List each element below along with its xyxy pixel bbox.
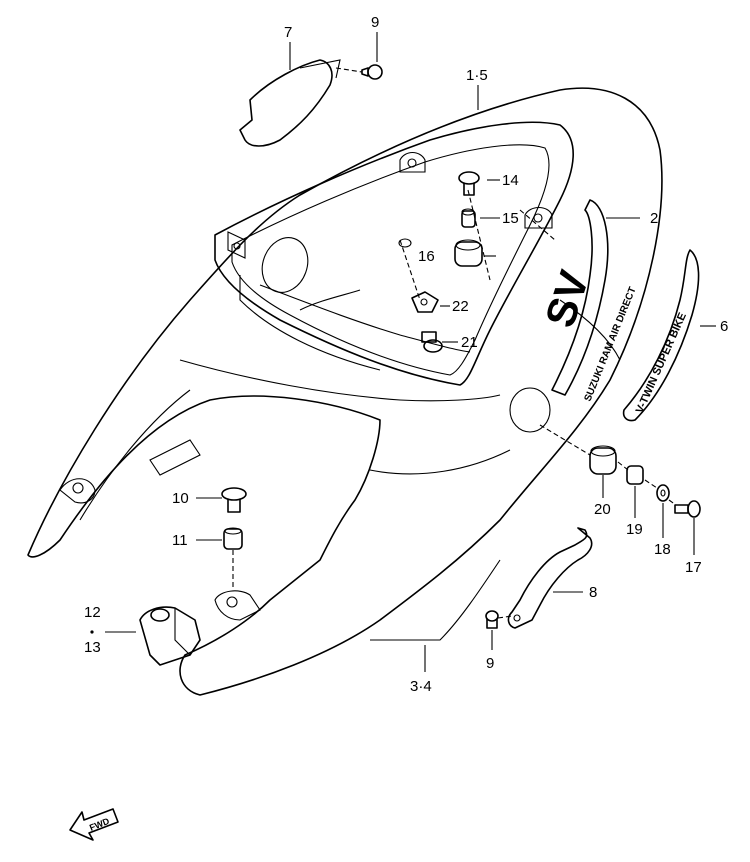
- part-11-collar: [223, 527, 243, 550]
- part-17-bolt: [674, 500, 701, 518]
- seat-tail-cowl: [27, 87, 663, 696]
- part-20-grommet: [589, 445, 617, 475]
- callout-21: 21: [461, 334, 478, 351]
- callout-1-5: 1·5: [466, 67, 488, 84]
- part-16-cushion: [454, 239, 483, 267]
- callout-2: 2: [650, 210, 658, 227]
- part-2-sv-decal: SV SUZUKI RAM AIR DIRECT: [536, 199, 639, 404]
- callout-3-4: 3·4: [410, 678, 432, 695]
- part-9-bolt-lower: [485, 610, 513, 629]
- callout-9-lower: 9: [486, 655, 494, 672]
- callout-7: 7: [284, 24, 292, 41]
- part-19-collar: [626, 465, 644, 485]
- callout-15: 15: [502, 210, 519, 227]
- leader-lines: [105, 32, 716, 672]
- part-22-nut: [411, 291, 439, 313]
- callout-19: 19: [626, 521, 643, 538]
- callout-12: 12: [84, 604, 101, 621]
- callout-22: 22: [452, 298, 469, 315]
- callout-6: 6: [720, 318, 728, 335]
- part-6-vtwin-decal: V-TWIN SUPER BIKE: [622, 249, 700, 422]
- part-14-screw: [458, 171, 480, 196]
- callout-17: 17: [685, 559, 702, 576]
- callout-12-13-dot: [90, 630, 94, 634]
- part-10-screw: [221, 487, 247, 513]
- part-15-collar: [461, 208, 476, 228]
- callout-10: 10: [172, 490, 189, 507]
- part-21-bolt: [421, 331, 443, 353]
- callout-18: 18: [654, 541, 671, 558]
- fwd-label: FWD: [88, 816, 111, 833]
- part-7-bracket: [239, 59, 341, 147]
- part-12-13-bracket: [139, 606, 201, 666]
- callout-8: 8: [589, 584, 597, 601]
- callout-11: 11: [172, 532, 188, 549]
- part-8-bracket: [507, 527, 593, 629]
- fwd-arrow-icon: FWD: [69, 808, 119, 841]
- part-18-washer: [656, 484, 670, 502]
- part-9-bolt-upper: [335, 64, 383, 80]
- decal-ram-air-text: SUZUKI RAM AIR DIRECT: [583, 286, 639, 404]
- callout-20: 20: [594, 501, 611, 518]
- callout-9-upper: 9: [371, 14, 379, 31]
- callout-13: 13: [84, 639, 101, 656]
- callout-16: 16: [418, 248, 435, 265]
- callout-labels: 7 9 1·5 14 15 16 2 6 22 21 20 19 18 17 1…: [84, 14, 728, 695]
- decal-logo-text: SV: [536, 265, 598, 333]
- decal-vtwin-text: V-TWIN SUPER BIKE: [634, 311, 689, 415]
- callout-14: 14: [502, 172, 519, 189]
